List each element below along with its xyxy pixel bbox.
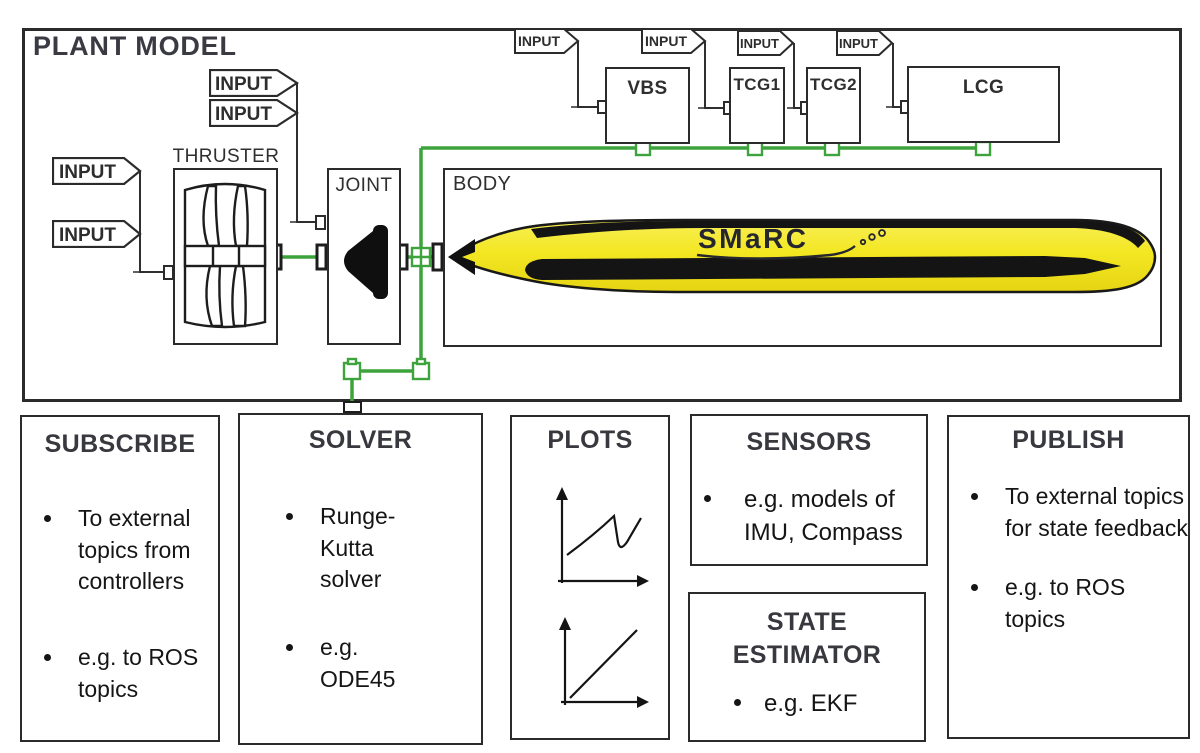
- plots-panel: PLOTS: [510, 415, 670, 740]
- input-tag-tcg1: INPUT: [641, 28, 707, 54]
- tcg1-label: TCG1: [733, 75, 781, 94]
- lcg-box: LCG: [907, 66, 1060, 143]
- thruster-box: [173, 168, 278, 345]
- solver-top-port: [343, 401, 362, 413]
- bottom-elbow-connector: [411, 361, 431, 381]
- list-item: To external topics for state feedback: [949, 481, 1188, 544]
- subscribe-list: To external topics from controllers e.g.…: [22, 503, 218, 706]
- tcg1-box: TCG1: [729, 67, 785, 144]
- plant-model-title: PLANT MODEL: [33, 31, 237, 61]
- joint-input-port: [315, 215, 326, 230]
- sensors-list: e.g. models of IMU, Compass: [692, 483, 926, 549]
- svg-text:INPUT: INPUT: [215, 74, 272, 95]
- list-item: Runge-Kutta solver: [240, 501, 395, 596]
- subscribe-title: SUBSCRIBE: [44, 430, 196, 458]
- svg-text:INPUT: INPUT: [740, 36, 779, 51]
- svg-text:INPUT: INPUT: [645, 33, 687, 49]
- solver-panel: SOLVER Runge-Kutta solver e.g. ODE45: [238, 413, 483, 745]
- input-tag-lcg: INPUT: [836, 30, 894, 56]
- thruster-input-port: [163, 265, 174, 280]
- input-tag-thruster-1: INPUT: [52, 157, 142, 185]
- auv-mid-stripe: [525, 256, 1121, 280]
- svg-text:INPUT: INPUT: [59, 162, 116, 183]
- body-shaft-port: [431, 242, 444, 272]
- publish-panel: PUBLISH To external topics for state fee…: [947, 415, 1190, 739]
- publish-title: PUBLISH: [1012, 426, 1125, 454]
- sensors-title: SENSORS: [746, 428, 872, 456]
- auv-logo-bubbles: [859, 229, 886, 246]
- list-item: e.g. to ROS topics: [949, 572, 1188, 635]
- input-tag-tcg2: INPUT: [737, 30, 795, 56]
- green-connectors: [342, 135, 992, 381]
- tcg2-label: TCG2: [810, 75, 857, 94]
- body-label: BODY: [453, 173, 512, 195]
- input-tag-thruster-2: INPUT: [52, 220, 142, 248]
- solver-elbow-connector: [342, 361, 362, 381]
- input-tag-joint-1: INPUT: [209, 69, 299, 97]
- solver-title: SOLVER: [308, 426, 413, 454]
- sensors-panel: SENSORS e.g. models of IMU, Compass: [690, 414, 928, 566]
- thruster-label: THRUSTER: [172, 146, 280, 167]
- state-estimator-list: e.g. EKF: [690, 687, 924, 720]
- state-estimator-panel: STATE ESTIMATOR e.g. EKF: [688, 592, 926, 742]
- tcg2-box: TCG2: [806, 67, 861, 144]
- svg-text:INPUT: INPUT: [59, 225, 116, 246]
- subscribe-panel: SUBSCRIBE To external topics from contro…: [20, 415, 220, 742]
- input-feed-lines: [133, 41, 901, 273]
- svg-text:INPUT: INPUT: [518, 33, 560, 49]
- propeller-icon: [183, 182, 267, 329]
- auv-top-stripe: [531, 221, 1145, 248]
- list-item: To external topics from controllers: [22, 503, 218, 598]
- joint-box: JOINT: [327, 168, 401, 345]
- list-item: e.g. models of IMU, Compass: [692, 483, 926, 549]
- joint-left-shaft-port: [315, 243, 328, 271]
- lcg-label: LCG: [962, 77, 1005, 98]
- vbs-label: VBS: [627, 78, 668, 99]
- publish-list: To external topics for state feedback e.…: [949, 481, 1188, 636]
- input-tag-joint-2: INPUT: [209, 99, 299, 127]
- input-tag-vbs: INPUT: [514, 28, 580, 54]
- joint-coupling-icon: [344, 225, 388, 299]
- solver-list: Runge-Kutta solver e.g. ODE45: [240, 501, 481, 696]
- auv-logo-underline: [696, 245, 856, 260]
- state-estimator-title: STATE ESTIMATOR: [732, 608, 882, 669]
- list-item: e.g. ODE45: [240, 632, 395, 695]
- list-item: e.g. EKF: [690, 687, 924, 720]
- plots-title: PLOTS: [547, 426, 633, 454]
- auv-nose-tip: [448, 239, 475, 275]
- auv-illustration: SMaRC: [448, 218, 1157, 294]
- plot-sketches-icon: [556, 487, 649, 708]
- vbs-box: VBS: [605, 67, 690, 144]
- svg-text:INPUT: INPUT: [215, 104, 272, 125]
- svg-text:INPUT: INPUT: [839, 36, 878, 51]
- list-item: e.g. to ROS topics: [22, 642, 218, 705]
- auv-logo: SMaRC: [698, 223, 809, 254]
- joint-label: JOINT: [335, 175, 393, 196]
